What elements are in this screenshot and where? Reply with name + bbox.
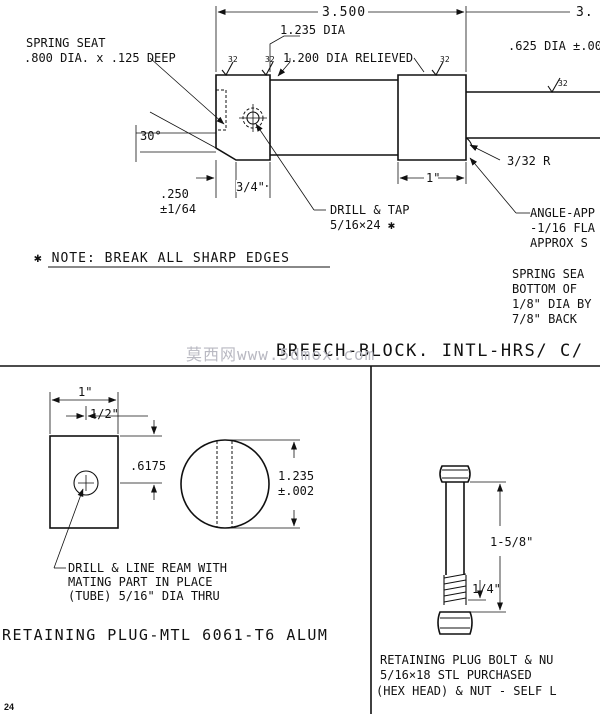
finish-mark-2: 32 [261,55,275,76]
plug-note-3: (TUBE) 5/16" DIA THRU [68,589,220,603]
relieved-dia-label: 1.200 DIA RELIEVED [283,51,413,65]
bolt-hex-head [439,465,471,483]
bolt-thread-dim: 1/4" [472,582,501,596]
drill-tap-label-1: DRILL & TAP [330,203,409,217]
overall-length-dim: 3.500 [322,5,366,20]
watermark: 莫西网www.5dmox.com [186,345,375,364]
plug-half-width-dim: 1/2" [90,407,119,421]
angle-note-1: ANGLE-APP [530,206,595,220]
spring-seat-hidden [216,89,227,131]
svg-text:32: 32 [558,79,568,88]
spring-seat-note-2: BOTTOM OF [512,282,577,296]
finish-mark-3: 32 [431,55,450,76]
page-number: 24 [4,702,14,712]
bolt-title-2: 5/16×18 STL PURCHASED [380,668,532,682]
radius-label: 3/32 R [507,154,551,168]
spring-seat-note-4: 7/8" BACK [512,312,578,326]
breech-block-view: 32 32 32 32 3.500 3. 1.235 DIA 1.200 DIA… [24,4,600,361]
sharp-edges-note: ✱ NOTE: BREAK ALL SHARP EDGES [34,251,290,266]
breech-block-title: BREECH-BLOCK. INTL-HRS/ C/ [276,341,584,361]
plug-hole-height-dim: .6175 [130,459,166,473]
relieved-section [270,79,398,156]
svg-text:32: 32 [228,55,238,64]
pin-section [466,91,600,139]
bolt-nut [437,611,473,635]
angle-label: 30° [140,129,162,143]
plug-dia-dim-1: 1.235 [278,469,314,483]
bolt-shank [445,482,465,575]
overall-length-dim-cut: 3. [576,5,594,20]
svg-text:32: 32 [440,55,450,64]
hole-offset-dim: 3/4" [236,180,265,194]
plug-note-1: DRILL & LINE REAM WITH [68,561,227,575]
plug-dia-dim-2: ±.002 [278,484,314,498]
breech-block-outline [215,74,271,161]
bolt-title-3: (HEX HEAD) & NUT - SELF L [376,684,557,698]
plug-side-view [49,435,119,529]
finish-mark-4: 32 [547,77,568,94]
pin-dia-label: .625 DIA ±.00 [508,39,600,53]
spring-seat-label-2: .800 DIA. x .125 DEEP [24,51,176,65]
fillet-radius [465,137,473,147]
bolt-length-dim: 1-5/8" [490,535,533,549]
chamfer-dim-2: ±1/64 [160,202,196,216]
retaining-plug-title: RETAINING PLUG-MTL 6061-T6 ALUM [2,626,328,644]
plug-note-2: MATING PART IN PLACE [68,575,213,589]
plug-bolt-view: 1-5/8" 1/4" RETAINING PLUG BOLT & NU 5/1… [376,465,557,698]
retaining-plug-view: 1" 1/2" .6175 1.235 ±.002 DRILL & LINE R… [2,385,328,644]
spring-seat-label-1: SPRING SEAT [26,36,105,50]
spring-seat-note-1: SPRING SEA [512,267,585,281]
rear-section [397,74,467,161]
angle-note-3: APPROX S [530,236,588,250]
body-dia-label: 1.235 DIA [280,23,346,37]
bolt-thread [443,573,467,603]
plug-end-view [180,439,270,529]
plug-width-dim: 1" [78,385,92,399]
relief-length-dim: 1" [426,171,440,185]
finish-mark-1: 32 [221,55,238,76]
chamfer-dim-1: .250 [160,187,189,201]
spring-seat-note-3: 1/8" DIA BY 1 [512,297,600,311]
bolt-title-1: RETAINING PLUG BOLT & NU [380,653,553,667]
plug-cross-hole [73,470,99,496]
angle-note-2: -1/16 FLA [530,221,596,235]
drill-tap-label-2: 5/16×24 ✱ [330,218,395,232]
